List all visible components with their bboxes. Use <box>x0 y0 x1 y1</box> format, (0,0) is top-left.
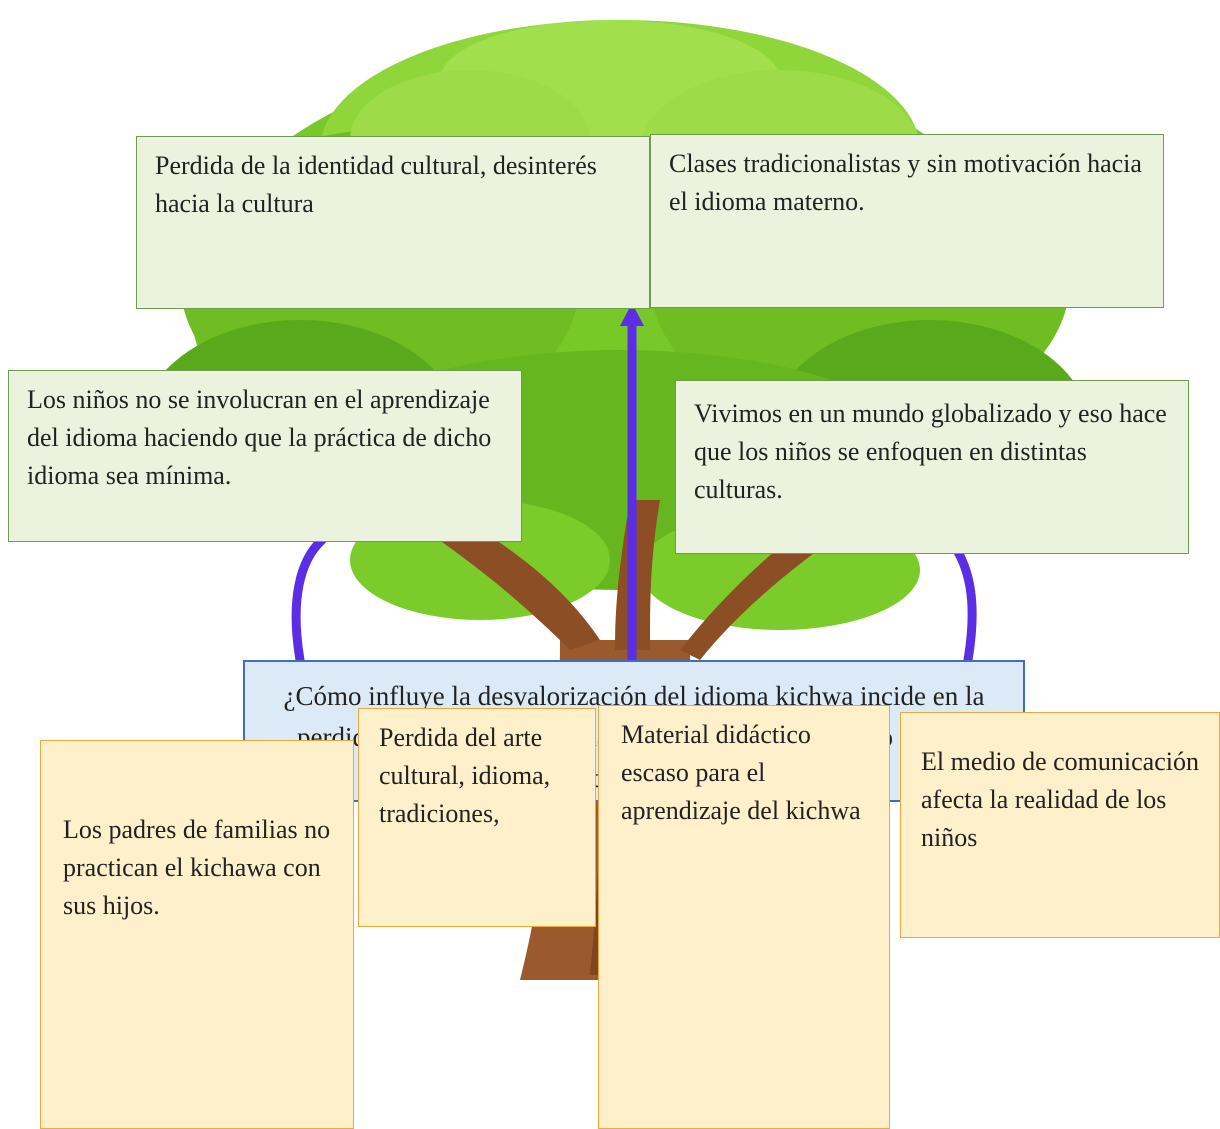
cause-box-3: Material didáctico escaso para el aprend… <box>598 705 890 1129</box>
effect-text-mid-left: Los niños no se involucran en el aprendi… <box>27 385 492 490</box>
arrow-head <box>620 303 644 326</box>
cause-text-2: Perdida del arte cultural, idioma, tradi… <box>379 723 551 828</box>
cause-box-4: El medio de comunicación afecta la reali… <box>900 712 1220 938</box>
left-arc <box>291 535 327 665</box>
effect-box-mid-right: Vivimos en un mundo globalizado y eso ha… <box>675 380 1189 554</box>
cause-text-1: Los padres de familias no practican el k… <box>63 815 331 920</box>
right-arc <box>953 547 977 665</box>
cause-box-1: Los padres de familias no practican el k… <box>40 740 354 1129</box>
effect-box-top-right: Clases tradicionalistas y sin motivación… <box>650 134 1164 308</box>
effect-text-top-right: Clases tradicionalistas y sin motivación… <box>669 149 1142 216</box>
effect-text-mid-right: Vivimos en un mundo globalizado y eso ha… <box>694 399 1167 504</box>
cause-text-4: El medio de comunicación afecta la reali… <box>921 747 1199 852</box>
effect-box-top-left: Perdida de la identidad cultural, desint… <box>136 136 650 309</box>
cause-box-2: Perdida del arte cultural, idioma, tradi… <box>358 708 596 927</box>
effect-text-top-left: Perdida de la identidad cultural, desint… <box>155 151 597 218</box>
cause-text-3: Material didáctico escaso para el aprend… <box>621 720 861 825</box>
effect-box-mid-left: Los niños no se involucran en el aprendi… <box>8 370 522 542</box>
